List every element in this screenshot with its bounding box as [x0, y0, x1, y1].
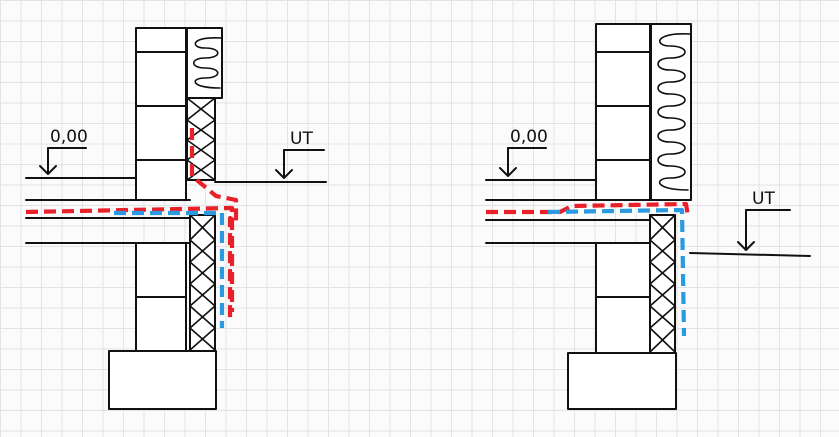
right-ground-marker: UT	[737, 189, 791, 251]
right-upper-wall	[595, 23, 651, 201]
right-lower-wall	[595, 242, 651, 354]
right-footing	[567, 352, 677, 410]
left-detail: 0,00 UT	[25, 27, 327, 410]
right-ground-line	[689, 252, 811, 257]
left-lower-wall	[135, 242, 187, 352]
left-upper-wool-insulation	[186, 27, 223, 99]
left-level-label: 0,00	[50, 127, 88, 147]
right-level-label: 0,00	[510, 127, 548, 147]
right-ground-label: UT	[752, 189, 775, 209]
right-detail: 0,00 UT	[485, 23, 811, 410]
left-slab	[25, 199, 191, 244]
left-ground-label: UT	[290, 129, 313, 149]
right-lower-rigid-insulation	[649, 214, 676, 354]
left-footing	[108, 350, 217, 410]
left-ground-marker: UT	[275, 129, 325, 179]
right-red-dashed-line	[486, 201, 691, 217]
right-blue-dashed-line	[547, 207, 687, 337]
left-blue-dashed-line	[114, 210, 225, 328]
left-upper-wall	[135, 27, 187, 201]
right-level-marker: 0,00	[499, 127, 548, 177]
right-upper-wool-insulation	[650, 23, 692, 201]
left-level-marker: 0,00	[39, 127, 88, 175]
left-lower-rigid-insulation	[189, 214, 216, 352]
left-red-dashed-horizontal	[25, 205, 235, 312]
left-upper-rigid-insulation	[186, 97, 216, 181]
